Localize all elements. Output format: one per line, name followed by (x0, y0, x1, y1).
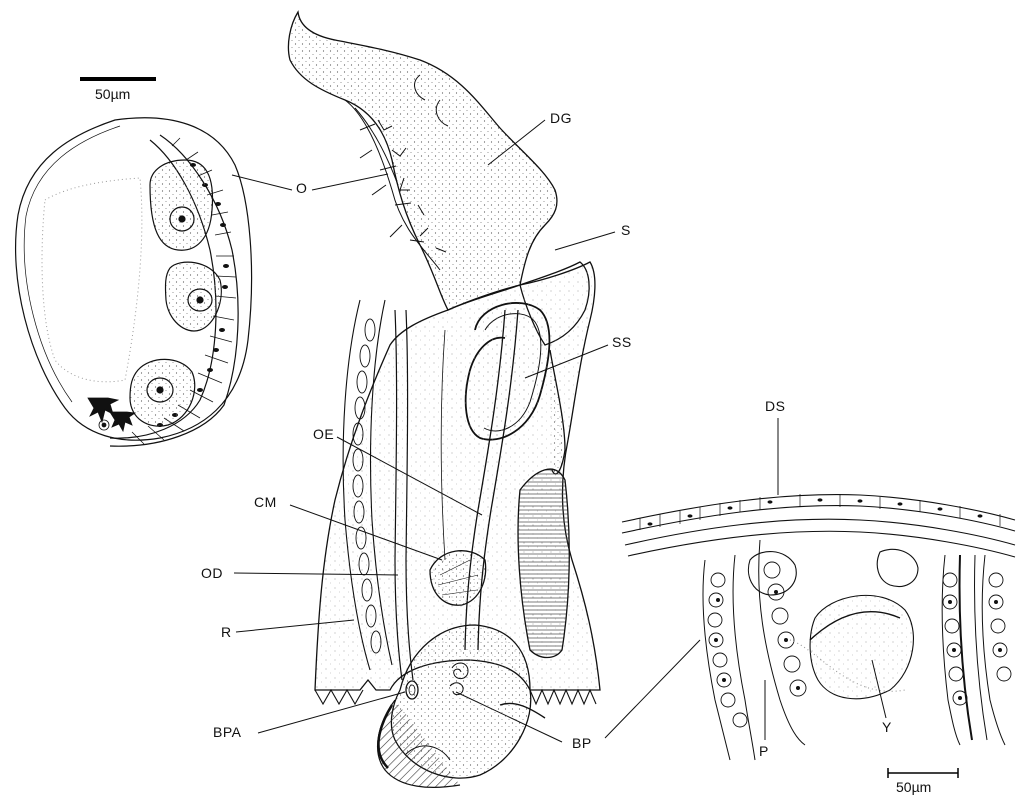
label-CM: CM (254, 494, 277, 510)
leader-O-right (312, 174, 388, 190)
label-BPA: BPA (213, 724, 241, 740)
label-BP: BP (572, 735, 592, 751)
scale-label-top-left: 50µm (95, 86, 130, 102)
label-R: R (221, 624, 232, 640)
tissue-section (622, 494, 1015, 778)
label-Y: Y (882, 719, 892, 735)
ovary-section (16, 79, 252, 446)
leader-BP-right (605, 640, 700, 738)
label-O: O (296, 180, 307, 196)
label-DG: DG (550, 110, 572, 126)
organism-longitudinal (288, 12, 600, 787)
label-OE: OE (313, 426, 334, 442)
leader-S (555, 232, 615, 250)
label-DS: DS (765, 398, 785, 414)
label-OD: OD (201, 565, 223, 581)
scale-label-bottom-right: 50µm (896, 779, 931, 795)
label-S: S (621, 222, 631, 238)
label-P: P (759, 743, 769, 759)
label-SS: SS (612, 334, 632, 350)
